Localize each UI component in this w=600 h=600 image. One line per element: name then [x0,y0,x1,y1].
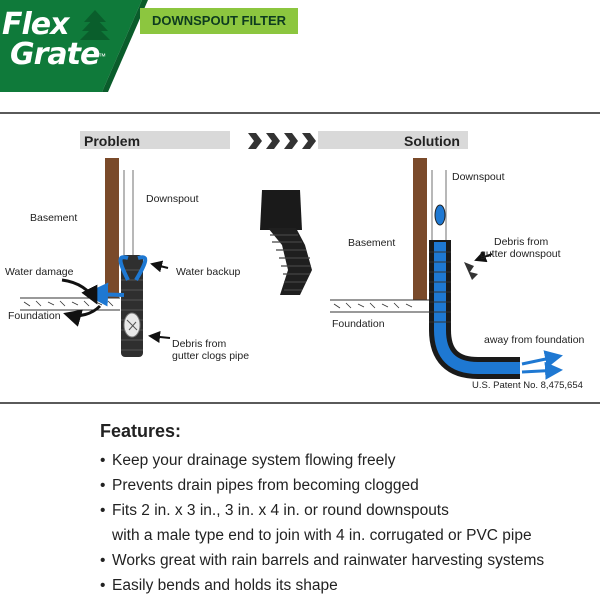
problem-bar [80,131,230,149]
bullet-icon: • [100,552,106,569]
feature-text: Fits 2 in. x 3 in., 3 in. x 4 in. or rou… [112,502,449,519]
feature-item: • Prevents drain pipes from becoming clog… [100,473,580,498]
product-tag: DOWNSPOUT FILTER [140,8,298,34]
features-title: Features: [100,421,182,441]
bottom-divider [0,402,600,404]
solution-title: Solution [404,133,460,149]
chevron-arrows-icon [248,133,316,149]
brand-logo-line1: Flex [2,7,69,42]
problem-wall [105,158,119,298]
debris-leaves-icon [464,262,478,280]
feature-item: • Keep your drainage system flowing freel… [100,448,580,473]
solution-ground-hatch [333,302,413,309]
top-divider [0,112,600,114]
brand-logo-line2: Grate [10,37,100,72]
solution-debris-label-1: Debris from [494,236,549,248]
bullet-icon: • [100,452,106,469]
water-backup-label: Water backup [176,266,241,278]
solution-foundation-label: Foundation [332,318,385,330]
solution-basement-label: Basement [348,237,396,249]
brand-banner [0,0,148,92]
problem-debris-label-1: Debris from [172,338,227,350]
problem-title: Problem [84,133,141,149]
problem-ground-hatch [23,300,114,307]
feature-item: • Easily bends and holds its shape [100,573,580,598]
feature-item: • Fits 2 in. x 3 in., 3 in. x 4 in. or ro… [100,498,580,523]
trademark-symbol: ™ [98,52,106,61]
problem-downspout-label: Downspout [146,193,199,205]
feature-item: • Works great with rain barrels and rainw… [100,548,580,573]
problem-solution-diagram [20,133,563,380]
downspout-filter-product-icon [260,190,312,295]
problem-basement-label: Basement [30,212,78,224]
water-damage-label: Water damage [5,266,74,278]
solution-wall [413,158,427,300]
feature-text: Prevents drain pipes from becoming clogg… [112,477,419,494]
bullet-icon: • [100,502,106,519]
problem-debris-label-2: gutter clogs pipe [172,350,250,362]
problem-foundation-label: Foundation [8,310,61,322]
features-section: Features: • Keep your drainage system flo… [100,420,580,598]
feature-text: Easily bends and holds its shape [112,577,338,594]
solution-downspout-label: Downspout [452,171,505,183]
bullet-icon: • [100,577,106,594]
feature-text: with a male type end to join with 4 in. … [112,527,532,544]
away-from-foundation-label: away from foundation [484,334,585,346]
feature-text: Works great with rain barrels and rainwa… [112,552,545,569]
tree-logo-icon [80,10,110,40]
bullet-icon: • [100,477,106,494]
feature-text: Keep your drainage system flowing freely [112,452,396,469]
solution-bar [318,131,468,149]
feature-item-continuation: with a male type end to join with 4 in. … [100,523,580,548]
solution-debris-label-2: gutter downspout [480,248,561,260]
patent-number: U.S. Patent No. 8,475,654 [472,380,583,391]
